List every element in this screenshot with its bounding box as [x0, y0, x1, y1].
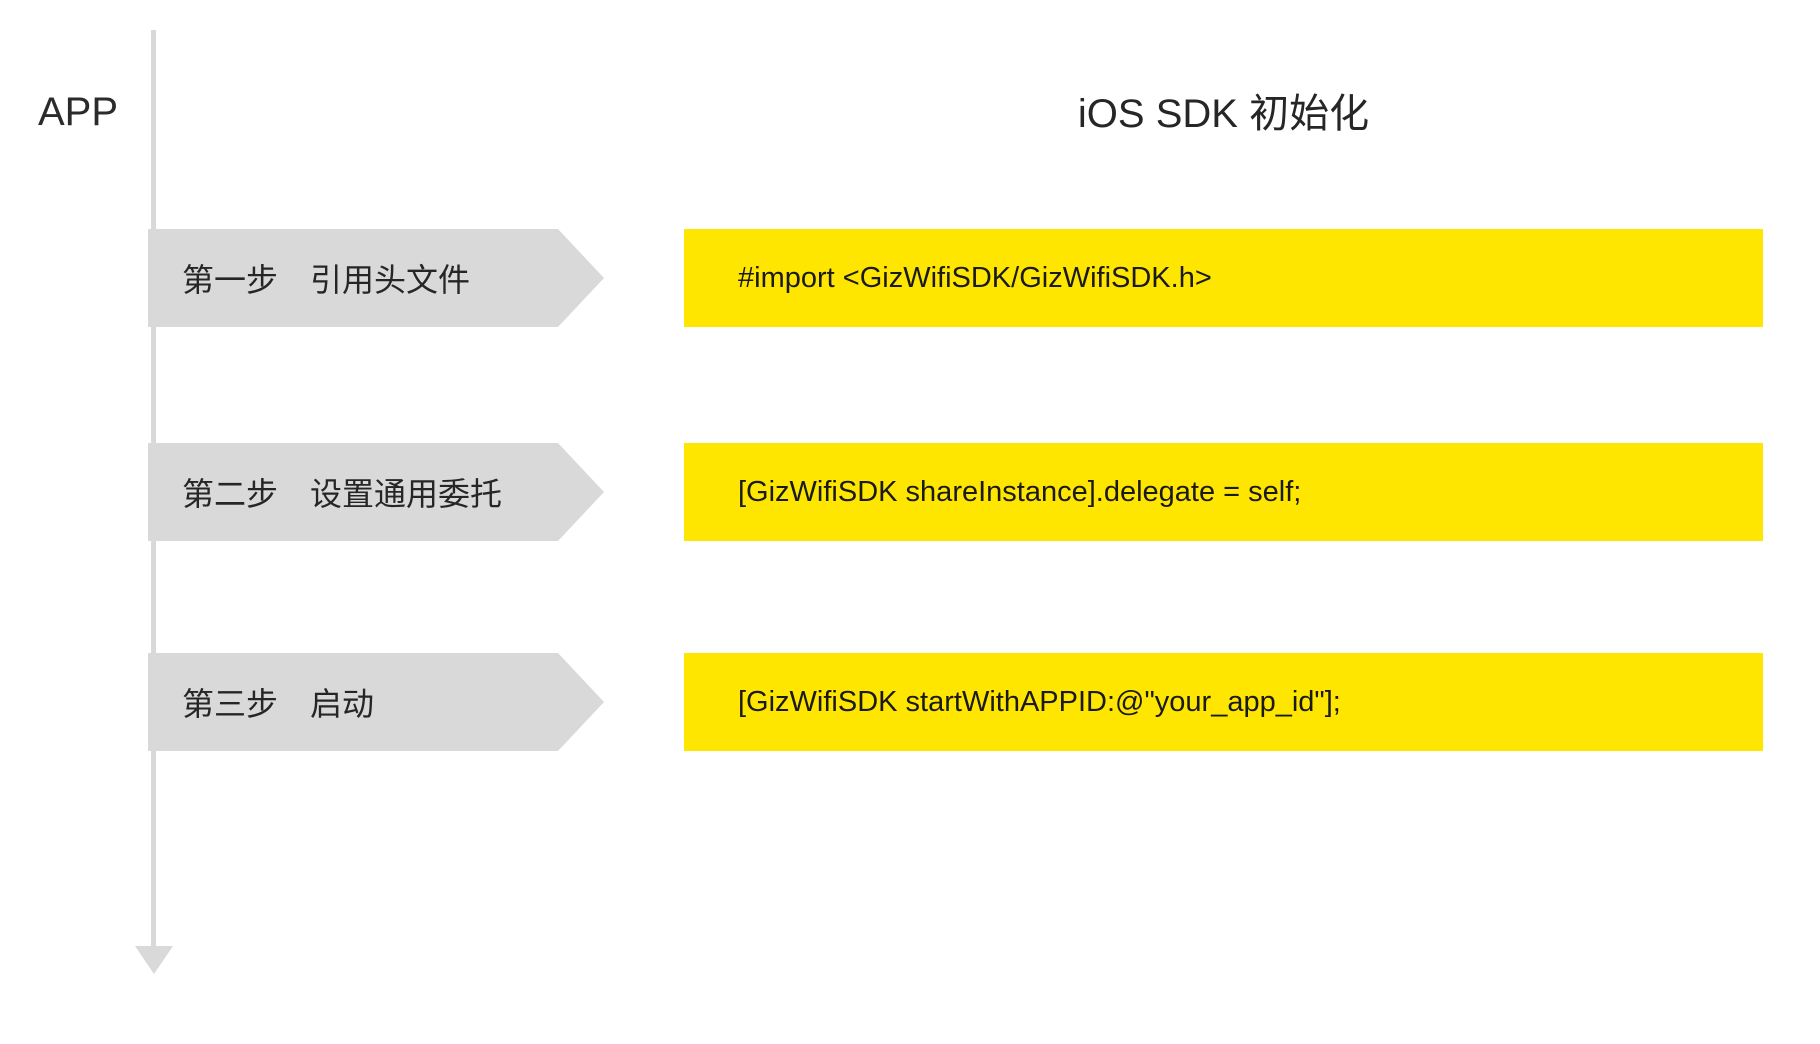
code-text-1: #import <GizWifiSDK/GizWifiSDK.h>: [738, 261, 1212, 294]
step-row-2: 第二步 设置通用委托 [GizWifiSDK shareInstance].de…: [0, 443, 1820, 541]
step-label-1: 第一步 引用头文件: [182, 262, 471, 298]
step-label-3: 第三步 启动: [182, 686, 375, 722]
step-arrow-3: 第三步 启动: [148, 653, 604, 751]
code-box-3: [GizWifiSDK startWithAPPID:@"your_app_id…: [684, 653, 1763, 751]
app-label: APP: [38, 90, 119, 134]
step-label-2: 第二步 设置通用委托: [182, 476, 503, 512]
step-arrow-1: 第一步 引用头文件: [148, 229, 604, 327]
diagram-title: iOS SDK 初始化: [1077, 92, 1370, 136]
code-text-3: [GizWifiSDK startWithAPPID:@"your_app_id…: [738, 685, 1341, 718]
step-row-1: 第一步 引用头文件 #import <GizWifiSDK/GizWifiSDK…: [0, 229, 1820, 327]
code-box-2: [GizWifiSDK shareInstance].delegate = se…: [684, 443, 1763, 541]
step-arrow-2: 第二步 设置通用委托: [148, 443, 604, 541]
code-box-1: #import <GizWifiSDK/GizWifiSDK.h>: [684, 229, 1763, 327]
step-row-3: 第三步 启动 [GizWifiSDK startWithAPPID:@"your…: [0, 653, 1820, 751]
code-text-2: [GizWifiSDK shareInstance].delegate = se…: [738, 475, 1302, 508]
timeline-arrowhead-icon: [135, 946, 173, 974]
